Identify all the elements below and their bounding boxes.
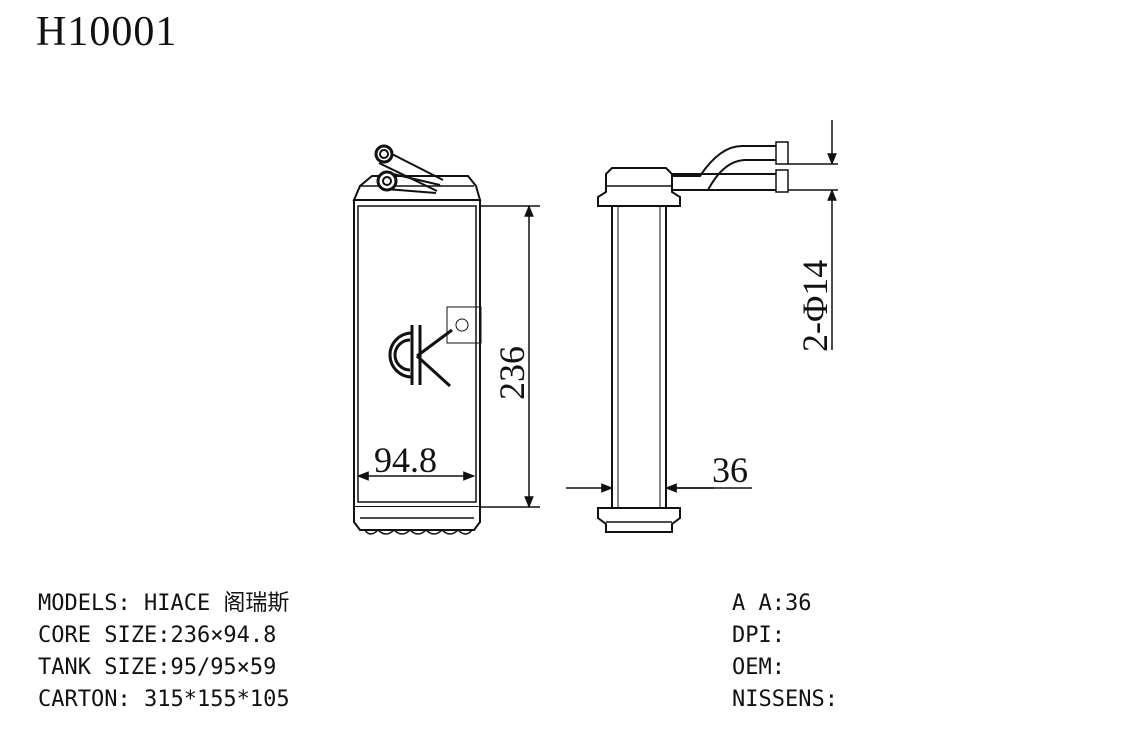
spec-models: MODELS: HIACE 阁瑞斯 xyxy=(38,591,290,616)
specs-left: MODELS: HIACE 阁瑞斯 CORE SIZE:236×94.8 TAN… xyxy=(38,588,290,716)
side-view xyxy=(597,141,789,533)
pipe-dimension-label: 2-Φ14 xyxy=(795,260,835,352)
depth-dimension-label: 36 xyxy=(712,450,748,490)
specs-right: A A:36 DPI: OEM: NISSENS: xyxy=(732,588,838,716)
ck-logo xyxy=(388,306,482,388)
part-number-title: H10001 xyxy=(36,9,178,55)
height-dimension-label: 236 xyxy=(492,346,532,400)
front-view xyxy=(352,144,482,535)
spec-dpi: DPI: xyxy=(732,623,785,648)
spec-oem: OEM: xyxy=(732,655,785,680)
spec-core-size: CORE SIZE:236×94.8 xyxy=(38,623,277,648)
spec-carton: CARTON: 315*155*105 xyxy=(38,687,290,712)
height-dimension xyxy=(480,204,540,509)
spec-nissens: NISSENS: xyxy=(732,687,838,712)
spec-tank-size: TANK SIZE:95/95×59 xyxy=(38,655,277,680)
width-dimension-label: 94.8 xyxy=(374,440,437,480)
pipe-dimension xyxy=(788,120,838,350)
spec-aa: A A:36 xyxy=(732,591,812,616)
